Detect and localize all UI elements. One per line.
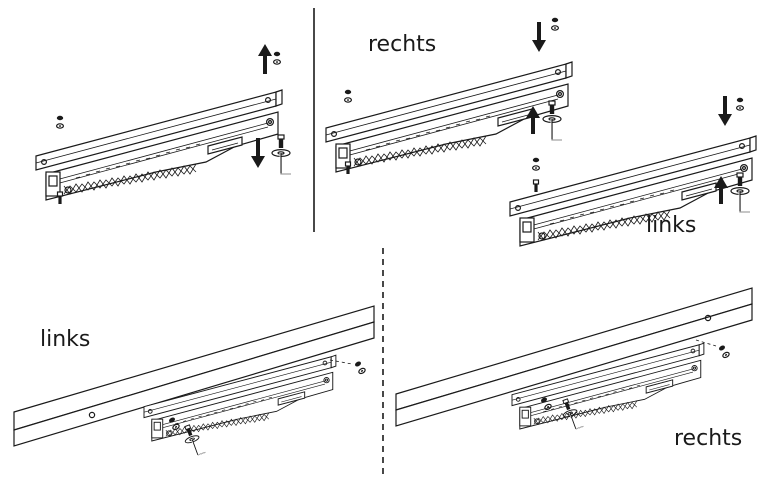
arrow-down-icon (251, 138, 265, 168)
label-rechts-bottom-right: rechts (674, 426, 743, 451)
wood-board-right (395, 287, 753, 427)
label-rechts-top: rechts (368, 32, 437, 57)
screw-icon (273, 51, 281, 65)
screw-icon (717, 343, 731, 360)
label-links-top-right: links (646, 213, 697, 238)
screw-icon (344, 89, 352, 103)
wood-board-left (13, 305, 375, 447)
bolt-icon (532, 179, 540, 193)
screw-icon (55, 115, 65, 129)
screw-icon (735, 97, 745, 111)
label-links-bottom-left: links (40, 327, 91, 352)
arrow-down-icon (532, 22, 546, 52)
hex-key-icon (271, 134, 292, 175)
bolt-icon (56, 191, 64, 205)
screw-icon (531, 157, 541, 171)
arrow-up-icon (714, 176, 728, 204)
screw-icon (353, 359, 367, 376)
arrow-down-icon (718, 96, 732, 126)
rail-top-left (35, 89, 283, 201)
arrow-up-icon (526, 106, 540, 134)
arrow-up-icon (258, 44, 272, 74)
screw-icon (550, 17, 560, 31)
